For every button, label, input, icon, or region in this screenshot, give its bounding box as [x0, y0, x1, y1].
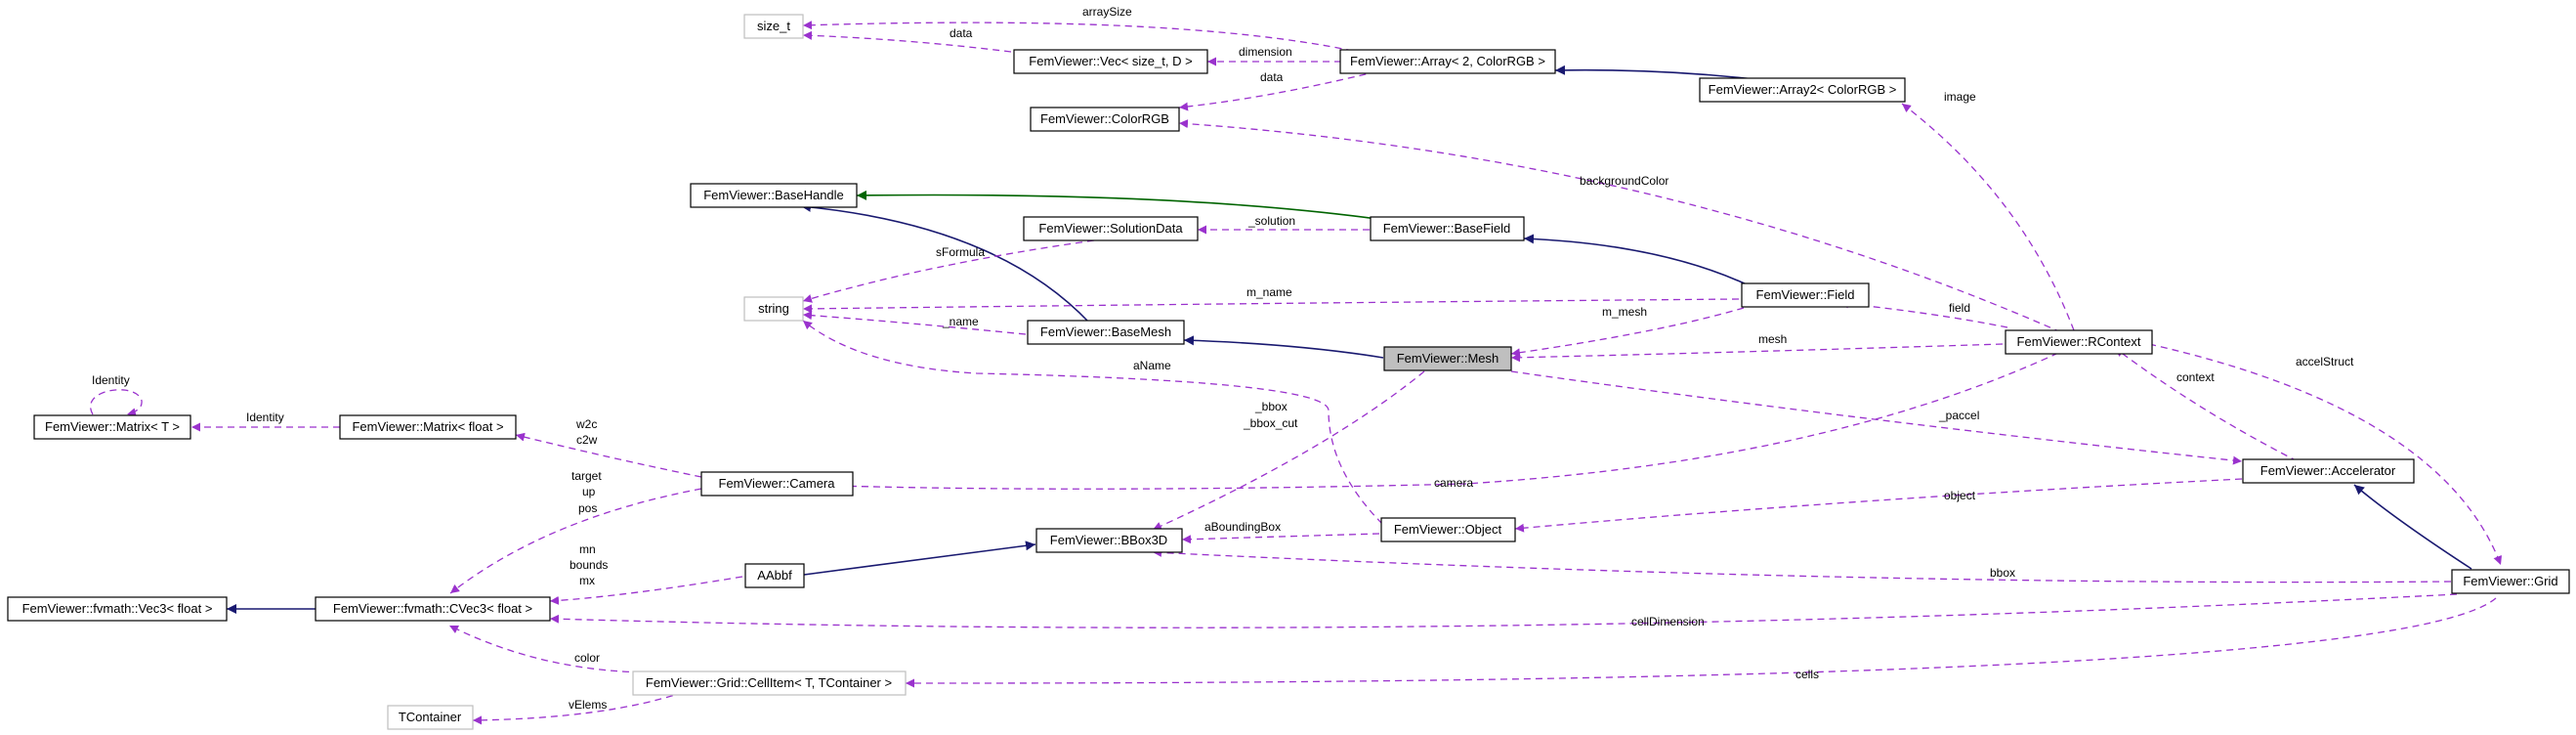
label-cellDimension: cellDimension [1631, 615, 1705, 628]
svg-text:FemViewer::Grid::CellItem< T,: FemViewer::Grid::CellItem< T, TContainer… [646, 675, 892, 690]
svg-text:size_t: size_t [757, 19, 790, 33]
label-mn: mn [579, 542, 596, 556]
label-object: object [1944, 489, 1976, 502]
node-rcontext[interactable]: FemViewer::RContext [2005, 329, 2153, 355]
label-data-colorrgb: data [1260, 70, 1284, 84]
svg-text:FemViewer::Matrix< float >: FemViewer::Matrix< float > [352, 419, 503, 434]
svg-text:AAbbf: AAbbf [757, 568, 792, 583]
node-basefield[interactable]: FemViewer::BaseField [1370, 216, 1525, 241]
svg-text:FemViewer::Grid: FemViewer::Grid [2463, 574, 2557, 588]
svg-text:FemViewer::BBox3D: FemViewer::BBox3D [1050, 533, 1167, 547]
label-aName: aName [1133, 359, 1171, 372]
node-matrix-float[interactable]: FemViewer::Matrix< float > [339, 414, 517, 440]
label-vElems: vElems [569, 698, 607, 712]
svg-text:FemViewer::Array2< ColorRGB >: FemViewer::Array2< ColorRGB > [1709, 82, 1897, 97]
svg-text:FemViewer::Camera: FemViewer::Camera [719, 476, 836, 491]
svg-text:TContainer: TContainer [399, 710, 462, 724]
node-camera[interactable]: FemViewer::Camera [700, 471, 854, 497]
label-arraySize: arraySize [1082, 5, 1132, 19]
label-field: field [1949, 301, 1970, 315]
svg-text:FemViewer::Matrix< T >: FemViewer::Matrix< T > [45, 419, 180, 434]
label-sFormula: sFormula [936, 245, 985, 259]
svg-text:FemViewer::Array< 2, ColorRGB: FemViewer::Array< 2, ColorRGB > [1350, 54, 1545, 68]
node-size-t[interactable]: size_t [743, 14, 804, 39]
label-context: context [2176, 370, 2215, 384]
node-vec3[interactable]: FemViewer::fvmath::Vec3< float > [7, 596, 228, 622]
node-string[interactable]: string [743, 296, 804, 322]
node-basehandle[interactable]: FemViewer::BaseHandle [690, 183, 858, 208]
svg-text:string: string [758, 301, 789, 316]
node-bbox3d[interactable]: FemViewer::BBox3D [1035, 528, 1183, 553]
label-pos: pos [578, 501, 597, 515]
svg-text:FemViewer::fvmath::Vec3< float: FemViewer::fvmath::Vec3< float > [22, 601, 213, 616]
node-colorrgb[interactable]: FemViewer::ColorRGB [1030, 107, 1180, 132]
label-target: target [571, 469, 602, 483]
label-bbox: bbox [1990, 566, 2015, 580]
label-identity: Identity [246, 411, 284, 424]
node-cvec3[interactable]: FemViewer::fvmath::CVec3< float > [315, 596, 551, 622]
label-name: _name [942, 315, 979, 328]
label-c2w: c2w [576, 433, 598, 447]
label-bbox-cut: _bbox_cut [1243, 416, 1298, 430]
svg-text:FemViewer::Mesh: FemViewer::Mesh [1397, 351, 1499, 366]
svg-text:FemViewer::Vec< size_t, D >: FemViewer::Vec< size_t, D > [1029, 54, 1192, 68]
label-bbox-a: _bbox [1254, 400, 1288, 413]
label-identity-self: Identity [92, 373, 130, 387]
label-mx: mx [579, 574, 595, 587]
node-array-2-colorrgb[interactable]: FemViewer::Array< 2, ColorRGB > [1339, 49, 1556, 74]
node-aabbf[interactable]: AAbbf [744, 563, 805, 588]
label-up: up [582, 485, 596, 498]
node-basemesh[interactable]: FemViewer::BaseMesh [1027, 320, 1185, 345]
node-object[interactable]: FemViewer::Object [1380, 517, 1516, 542]
node-cellitem[interactable]: FemViewer::Grid::CellItem< T, TContainer… [632, 670, 907, 696]
svg-text:FemViewer::Field: FemViewer::Field [1756, 287, 1855, 302]
svg-text:FemViewer::Accelerator: FemViewer::Accelerator [2260, 463, 2396, 478]
node-tcontainer[interactable]: TContainer [387, 705, 474, 730]
node-matrix-t[interactable]: FemViewer::Matrix< T > [33, 414, 191, 440]
label-aBoundingBox: aBoundingBox [1204, 520, 1281, 534]
svg-text:FemViewer::fvmath::CVec3< floa: FemViewer::fvmath::CVec3< float > [333, 601, 532, 616]
node-mesh[interactable]: FemViewer::Mesh [1383, 346, 1512, 371]
node-solutiondata[interactable]: FemViewer::SolutionData [1023, 216, 1199, 241]
label-dimension: dimension [1239, 45, 1292, 59]
label-m_mesh: m_mesh [1602, 305, 1647, 319]
svg-text:FemViewer::Object: FemViewer::Object [1394, 522, 1502, 537]
node-grid[interactable]: FemViewer::Grid [2451, 569, 2570, 594]
nodes: size_t FemViewer::Vec< size_t, D > FemVi… [7, 14, 2570, 730]
svg-text:FemViewer::ColorRGB: FemViewer::ColorRGB [1040, 111, 1169, 126]
svg-text:FemViewer::BaseMesh: FemViewer::BaseMesh [1040, 324, 1171, 339]
label-backgroundColor: backgroundColor [1580, 174, 1668, 188]
svg-text:FemViewer::RContext: FemViewer::RContext [2017, 334, 2141, 349]
label-camera: camera [1434, 476, 1473, 490]
label-image: image [1944, 90, 1976, 104]
label-solution: _solution [1247, 214, 1295, 228]
label-accelStruct: accelStruct [2296, 355, 2354, 368]
label-mesh: mesh [1758, 332, 1787, 346]
svg-text:FemViewer::BaseField: FemViewer::BaseField [1383, 221, 1511, 236]
label-bounds: bounds [570, 558, 608, 572]
node-vec[interactable]: FemViewer::Vec< size_t, D > [1013, 49, 1208, 74]
svg-text:FemViewer::BaseHandle: FemViewer::BaseHandle [703, 188, 844, 202]
node-field[interactable]: FemViewer::Field [1741, 282, 1870, 308]
edge-labels: arraySize data dimension data image back… [92, 5, 2354, 712]
label-paccel: _paccel [1938, 409, 1979, 422]
node-accelerator[interactable]: FemViewer::Accelerator [2242, 458, 2415, 484]
label-data-vec: data [950, 26, 973, 40]
svg-text:FemViewer::SolutionData: FemViewer::SolutionData [1038, 221, 1183, 236]
label-color: color [574, 651, 600, 665]
node-array2-colorrgb[interactable]: FemViewer::Array2< ColorRGB > [1699, 77, 1906, 103]
edges [90, 21, 2503, 725]
label-m_name: m_name [1246, 285, 1292, 299]
label-cells: cells [1795, 668, 1819, 681]
label-w2c: w2c [575, 417, 597, 431]
